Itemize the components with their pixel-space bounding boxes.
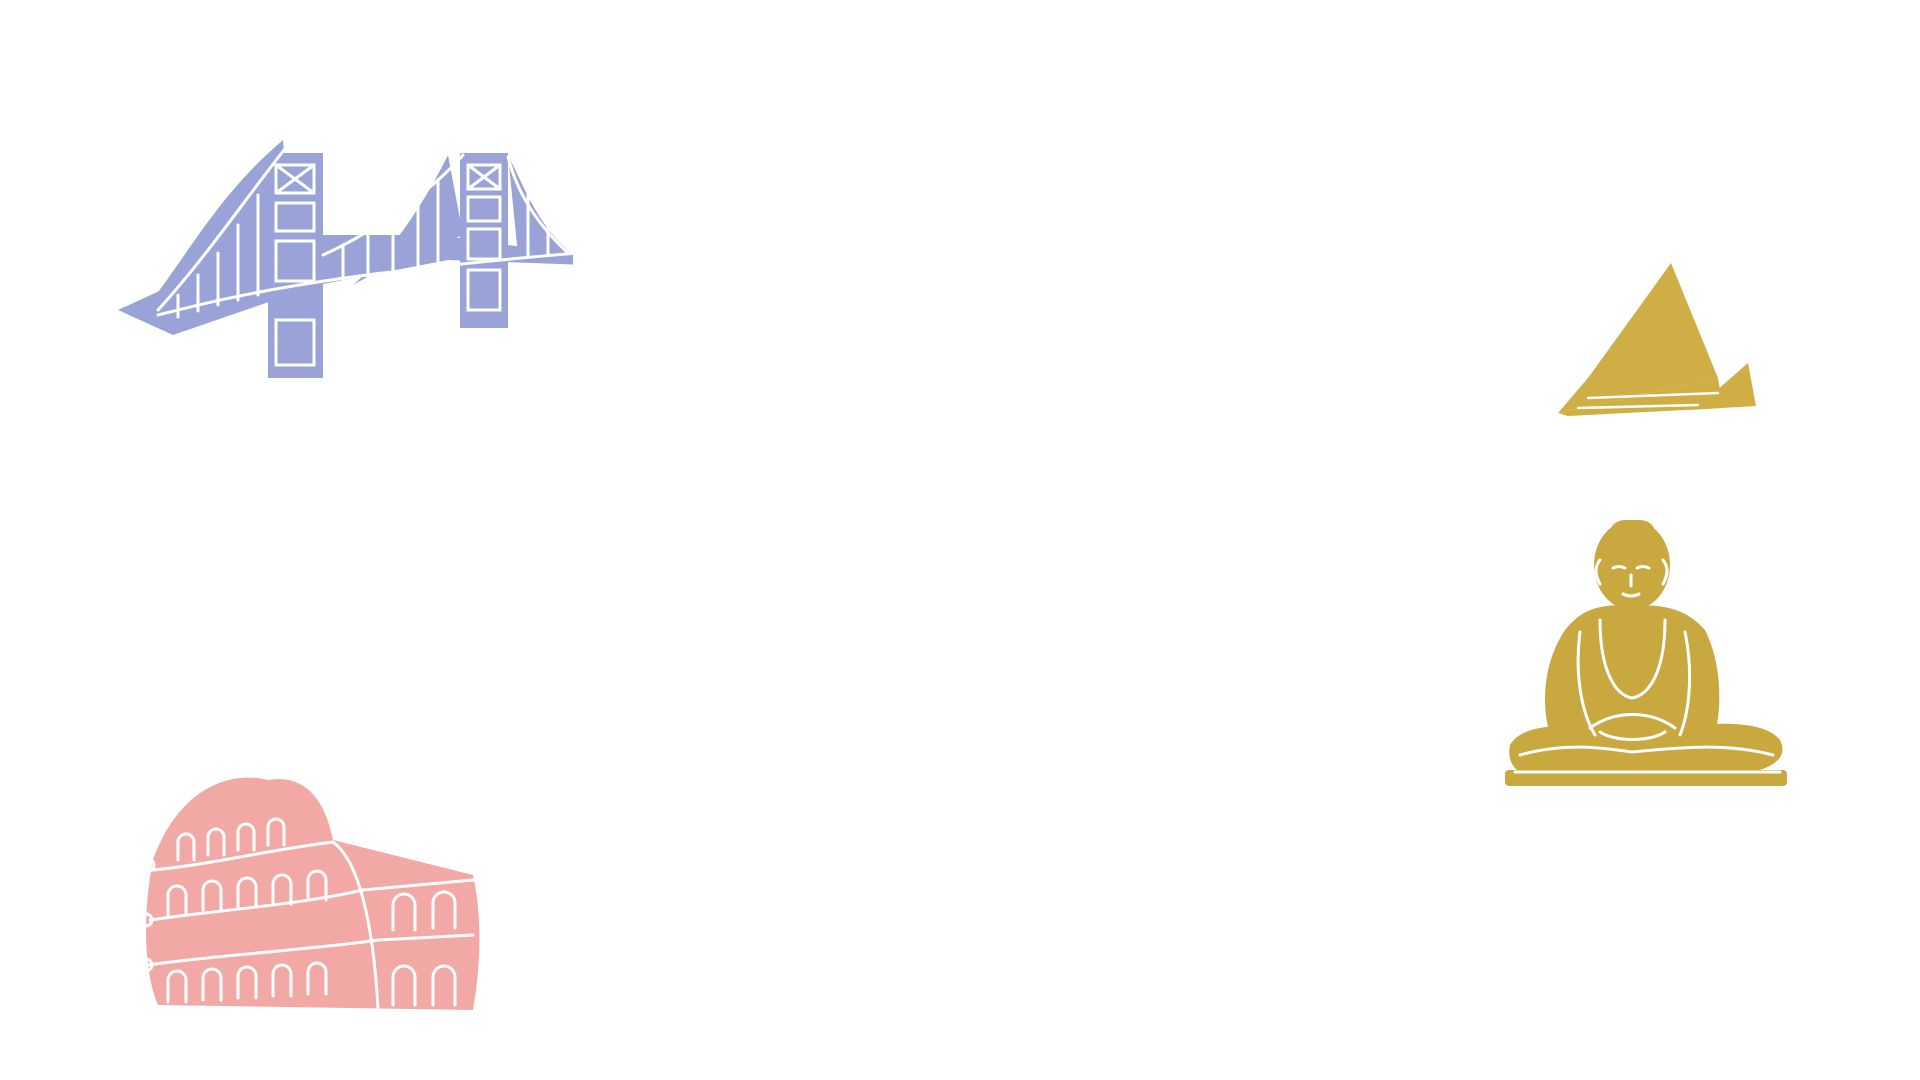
pyramids-icon (1558, 258, 1758, 418)
golden-gate-bridge-icon (118, 135, 573, 385)
colosseum-icon (138, 770, 483, 1015)
seated-buddha-icon (1505, 520, 1787, 788)
